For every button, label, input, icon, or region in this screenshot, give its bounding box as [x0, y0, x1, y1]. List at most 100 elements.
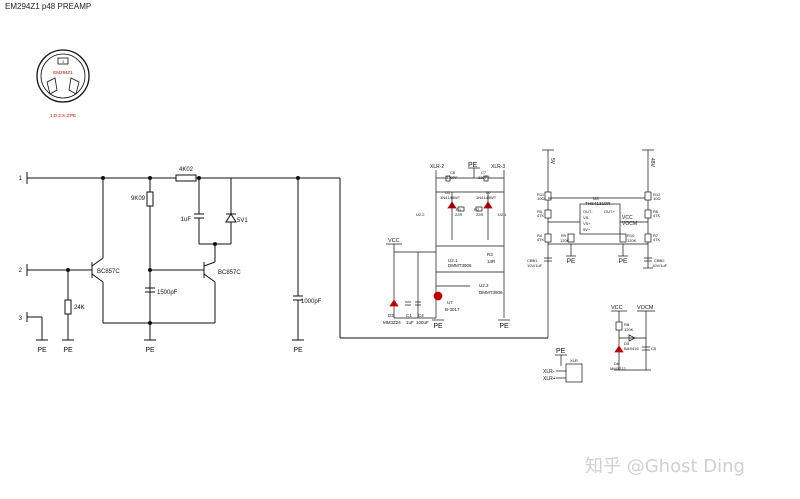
- connector-symbol: 3 EM294Z1 1:D 2:S 3:PE: [36, 49, 90, 118]
- svg-text:C7: C7: [481, 170, 487, 175]
- svg-text:OUT-: OUT-: [583, 209, 593, 214]
- svg-text:D2: D2: [388, 313, 394, 318]
- svg-text:D1: D1: [445, 190, 451, 195]
- svg-text:120K: 120K: [627, 238, 637, 243]
- svg-text:C1: C1: [406, 313, 412, 318]
- svg-text:4K02: 4K02: [179, 167, 194, 173]
- svg-text:XLR+: XLR+: [543, 376, 556, 382]
- svg-text:9K09: 9K09: [131, 196, 146, 202]
- svg-text:D7: D7: [486, 190, 492, 195]
- svg-text:47K: 47K: [537, 237, 544, 242]
- svg-text:47K: 47K: [653, 237, 660, 242]
- svg-text:10V/1uF: 10V/1uF: [652, 263, 668, 268]
- svg-text:PE: PE: [556, 348, 566, 355]
- svg-text:330PF: 330PF: [446, 175, 458, 180]
- watermark: 知乎 @Ghost Ding: [585, 456, 745, 477]
- svg-text:120K: 120K: [624, 327, 634, 332]
- svg-text:120K: 120K: [560, 238, 570, 243]
- svg-text:100uF: 100uF: [416, 320, 429, 325]
- svg-text:VCC: VCC: [622, 215, 633, 221]
- svg-text:VCC: VCC: [611, 305, 623, 311]
- svg-text:PE: PE: [63, 347, 73, 354]
- svg-text:XLR-3: XLR-3: [491, 164, 505, 170]
- page-title: EM294Z1 p48 PREAMP: [5, 2, 92, 11]
- svg-text:R8: R8: [624, 322, 630, 327]
- svg-text:PE: PE: [468, 162, 478, 169]
- svg-text:R4: R4: [537, 233, 543, 238]
- svg-text:VOCM: VOCM: [622, 221, 637, 227]
- svg-text:D6: D6: [614, 361, 620, 366]
- svg-text:BC857C: BC857C: [218, 270, 241, 276]
- svg-text:PE: PE: [145, 347, 155, 354]
- svg-text:MM3Z24: MM3Z24: [383, 320, 401, 325]
- svg-text:R9: R9: [561, 233, 567, 238]
- svg-text:1uF: 1uF: [406, 320, 414, 325]
- svg-text:VOCM: VOCM: [637, 305, 654, 311]
- svg-text:R5: R5: [537, 209, 543, 214]
- svg-text:47K: 47K: [537, 213, 544, 218]
- svg-text:BAS416: BAS416: [624, 346, 639, 351]
- svg-text:XLR: XLR: [570, 358, 578, 363]
- svg-text:MM3Z12: MM3Z12: [610, 366, 627, 371]
- svg-text:1500pF: 1500pF: [157, 290, 178, 296]
- svg-text:14R: 14R: [487, 259, 496, 264]
- svg-text:VS+: VS+: [583, 221, 591, 226]
- svg-text:1:D 2:S 3:PE: 1:D 2:S 3:PE: [50, 113, 76, 118]
- phantom-section: XLR-2 XLR-3 PE C6 330PF C7 330PF D1 1N41…: [383, 162, 510, 330]
- svg-text:5V: 5V: [549, 158, 555, 165]
- svg-text:U2.2: U2.2: [416, 212, 425, 217]
- svg-text:22R: 22R: [476, 212, 483, 217]
- svg-text:U4: U4: [593, 196, 599, 201]
- svg-text:C6: C6: [450, 170, 456, 175]
- svg-text:5V+: 5V+: [583, 227, 591, 232]
- svg-text:C4: C4: [418, 313, 424, 318]
- svg-text:22R: 22R: [455, 212, 462, 217]
- svg-text:B-3017: B-3017: [445, 307, 460, 312]
- svg-text:BC857C: BC857C: [97, 269, 120, 275]
- svg-text:U2.2: U2.2: [479, 283, 489, 288]
- svg-text:XLR-: XLR-: [543, 369, 555, 375]
- svg-text:1N4148WT: 1N4148WT: [440, 195, 461, 200]
- svg-text:R12: R12: [653, 192, 661, 197]
- svg-text:U7: U7: [447, 300, 453, 305]
- svg-text:THS4131DR: THS4131DR: [585, 201, 611, 206]
- svg-text:R3: R3: [487, 252, 493, 257]
- svg-text:DMMT3906: DMMT3906: [479, 290, 503, 295]
- svg-text:DMMT3906: DMMT3906: [448, 263, 472, 268]
- svg-text:48V: 48V: [649, 158, 655, 168]
- svg-text:10Ω: 10Ω: [537, 196, 544, 201]
- svg-text:1uF: 1uF: [181, 217, 192, 223]
- svg-text:2: 2: [19, 268, 23, 274]
- svg-text:5V1: 5V1: [237, 218, 248, 224]
- svg-text:U2.1: U2.1: [448, 258, 458, 263]
- svg-text:XLR-2: XLR-2: [430, 164, 444, 170]
- svg-text:1: 1: [19, 176, 23, 182]
- svg-text:R7: R7: [653, 233, 659, 238]
- svg-text:PE: PE: [567, 258, 576, 265]
- svg-text:R6: R6: [653, 209, 659, 214]
- svg-text:1000pF: 1000pF: [301, 299, 322, 305]
- svg-text:PE: PE: [37, 347, 47, 354]
- svg-text:10V/1uF: 10V/1uF: [527, 263, 543, 268]
- svg-text:CBB1: CBB1: [527, 258, 538, 263]
- svg-text:R2: R2: [474, 207, 480, 212]
- svg-text:3: 3: [19, 316, 23, 322]
- svg-text:PE: PE: [499, 323, 509, 330]
- svg-text:C5: C5: [651, 346, 657, 351]
- svg-text:10Ω: 10Ω: [653, 196, 660, 201]
- svg-text:3: 3: [62, 59, 65, 64]
- svg-text:R1: R1: [456, 207, 462, 212]
- svg-text:U2.1: U2.1: [498, 212, 507, 217]
- svg-text:VCC: VCC: [388, 238, 400, 244]
- svg-text:R11: R11: [537, 192, 545, 197]
- svg-text:OUT+: OUT+: [604, 209, 615, 214]
- svg-text:1N4148WT: 1N4148WT: [476, 195, 497, 200]
- svg-text:D5: D5: [624, 341, 630, 346]
- svg-text:VS-: VS-: [583, 215, 590, 220]
- svg-text:24K: 24K: [74, 305, 85, 311]
- svg-text:R10: R10: [627, 233, 635, 238]
- svg-text:47K: 47K: [653, 213, 660, 218]
- preamp-left: 1 4K02 9K09 1uF 5V1 2: [19, 167, 548, 354]
- svg-text:EM294Z1: EM294Z1: [53, 70, 73, 75]
